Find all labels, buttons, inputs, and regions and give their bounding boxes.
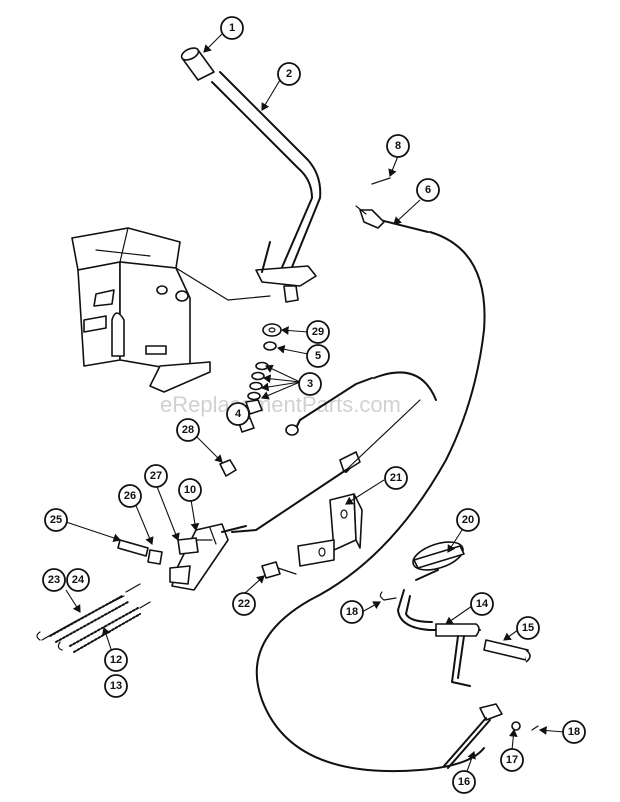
clip-part	[371, 177, 391, 185]
callout-20[interactable]: 20	[456, 508, 480, 532]
callout-24[interactable]: 24	[66, 568, 90, 592]
clip-part-lower	[379, 591, 385, 601]
svg-text:2: 2	[286, 68, 292, 80]
callout-28[interactable]: 28	[176, 418, 200, 442]
springs	[36, 583, 151, 653]
callout-18-upper[interactable]: 18	[340, 600, 364, 624]
svg-text:16: 16	[458, 776, 470, 788]
callout-4[interactable]: 4	[226, 402, 250, 426]
callout-27[interactable]: 27	[144, 464, 168, 488]
callout-13[interactable]: 13	[104, 674, 128, 698]
svg-text:24: 24	[72, 574, 85, 586]
callout-26[interactable]: 26	[118, 484, 142, 508]
callout-29[interactable]: 29	[306, 320, 330, 344]
shift-lever	[180, 47, 322, 303]
callout-14[interactable]: 14	[470, 592, 494, 616]
callout-25[interactable]: 25	[44, 508, 68, 532]
callout-10[interactable]: 10	[178, 478, 202, 502]
callout-3[interactable]: 3	[298, 372, 322, 396]
svg-text:4: 4	[235, 408, 242, 420]
callout-2[interactable]: 1	[220, 16, 244, 40]
svg-text:3: 3	[307, 378, 313, 390]
callout-8[interactable]: 8	[386, 134, 410, 158]
svg-text:25: 25	[50, 514, 62, 526]
svg-text:18: 18	[346, 606, 358, 618]
svg-text:22: 22	[238, 598, 250, 610]
callout-1[interactable]: 2	[277, 62, 301, 86]
svg-text:1: 1	[229, 22, 235, 34]
callout-22[interactable]: 22	[232, 592, 256, 616]
pivot-bracket	[169, 523, 247, 591]
svg-text:10: 10	[184, 484, 196, 496]
svg-text:21: 21	[390, 472, 402, 484]
svg-text:29: 29	[312, 326, 324, 338]
svg-text:28: 28	[182, 424, 194, 436]
svg-text:8: 8	[395, 140, 401, 152]
leader-lines	[65, 33, 565, 775]
svg-text:14: 14	[476, 598, 489, 610]
callout-18-lower[interactable]: 18	[562, 720, 586, 744]
svg-text:12: 12	[110, 654, 122, 666]
control-cable	[231, 205, 486, 773]
shift-housing	[71, 227, 271, 393]
svg-text:20: 20	[462, 514, 474, 526]
callout-12[interactable]: 12	[104, 648, 128, 672]
callout-16[interactable]: 16	[452, 770, 476, 794]
svg-text:23: 23	[48, 574, 60, 586]
callout-5[interactable]: 6	[416, 178, 440, 202]
svg-text:26: 26	[124, 490, 136, 502]
cable-bracket	[297, 493, 363, 567]
callout-21[interactable]: 21	[384, 466, 408, 490]
svg-text:15: 15	[522, 622, 534, 634]
callout-17[interactable]: 17	[500, 748, 524, 772]
callout-23[interactable]: 23	[42, 568, 66, 592]
svg-text:5: 5	[315, 350, 321, 362]
svg-text:13: 13	[110, 680, 122, 692]
pedal-assembly	[383, 541, 539, 769]
callout-15[interactable]: 15	[516, 616, 540, 640]
svg-text:17: 17	[506, 754, 518, 766]
watermark-text: eReplacementParts.com	[160, 392, 401, 417]
callout-6[interactable]: 5	[306, 344, 330, 368]
svg-text:18: 18	[568, 726, 580, 738]
svg-text:27: 27	[150, 470, 162, 482]
svg-text:6: 6	[425, 184, 431, 196]
hardware	[117, 459, 297, 579]
